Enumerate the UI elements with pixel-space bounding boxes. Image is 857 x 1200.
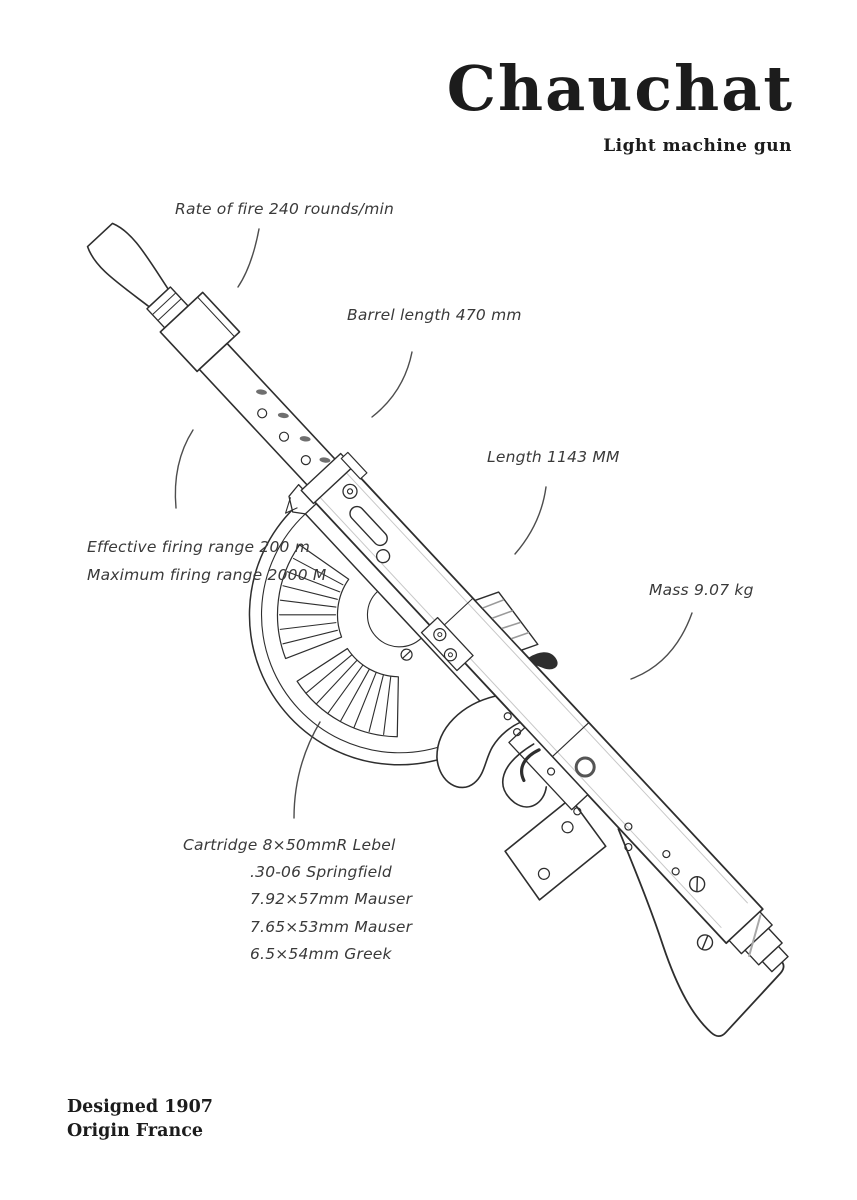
connector-rate-of-fire (237, 228, 260, 288)
page-subtitle: Light machine gun (603, 136, 792, 156)
annotation-cartridge-5: 6.5×54mm Greek (250, 945, 392, 963)
bolt-handle (528, 652, 558, 670)
stock-screw (696, 934, 714, 951)
rear-sight (474, 591, 539, 651)
receiver (285, 451, 789, 973)
connector-cartridge (293, 721, 321, 819)
footer-designed: Designed 1907 (67, 1097, 213, 1117)
footer-origin: Origin France (67, 1121, 204, 1141)
pistol-grip (436, 695, 522, 789)
trigger (520, 748, 541, 783)
magazine-bracket (420, 616, 474, 672)
connector-mass (630, 612, 693, 680)
buttstock-bolt (688, 875, 706, 893)
annotation-rate-of-fire: Rate of fire 240 rounds/min (175, 200, 395, 218)
annotation-cartridge-3: 7.92×57mm Mauser (250, 890, 413, 908)
bipod-plate (504, 797, 607, 901)
annotation-cartridge-4: 7.65×53mm Mauser (250, 918, 413, 936)
receiver-end-cap (728, 911, 789, 973)
connector-firing-range (174, 429, 194, 509)
trigger-guard (502, 743, 548, 808)
page-title: Chauchat (446, 52, 794, 125)
magazine-slots-bottom (305, 654, 392, 735)
trigger-group (502, 743, 548, 808)
connector-length (514, 486, 547, 555)
charging-handle-slot (349, 505, 388, 547)
recoil-ring (574, 756, 596, 778)
label-connectors (174, 228, 693, 819)
connector-barrel-length (371, 351, 413, 418)
stock (617, 824, 785, 1038)
annotation-length: Length 1143 MM (487, 448, 620, 466)
annotation-cartridge-2: .30-06 Springfield (250, 863, 392, 881)
annotation-mass: Mass 9.07 kg (649, 581, 754, 599)
annotation-cartridge-1: Cartridge 8×50mmR Lebel (183, 836, 396, 854)
annotation-effective-range: Effective firing range 200 m (87, 538, 311, 556)
receiver-screw (342, 483, 358, 500)
annotation-maximum-range: Maximum firing range 2000 M (87, 566, 327, 584)
magazine-slots-front (278, 557, 344, 645)
barrel-shroud (198, 342, 343, 494)
receiver-rivets (503, 712, 680, 876)
vent-holes (256, 389, 331, 466)
barrel-assembly (86, 222, 343, 494)
annotation-barrel-length: Barrel length 470 mm (347, 306, 522, 324)
